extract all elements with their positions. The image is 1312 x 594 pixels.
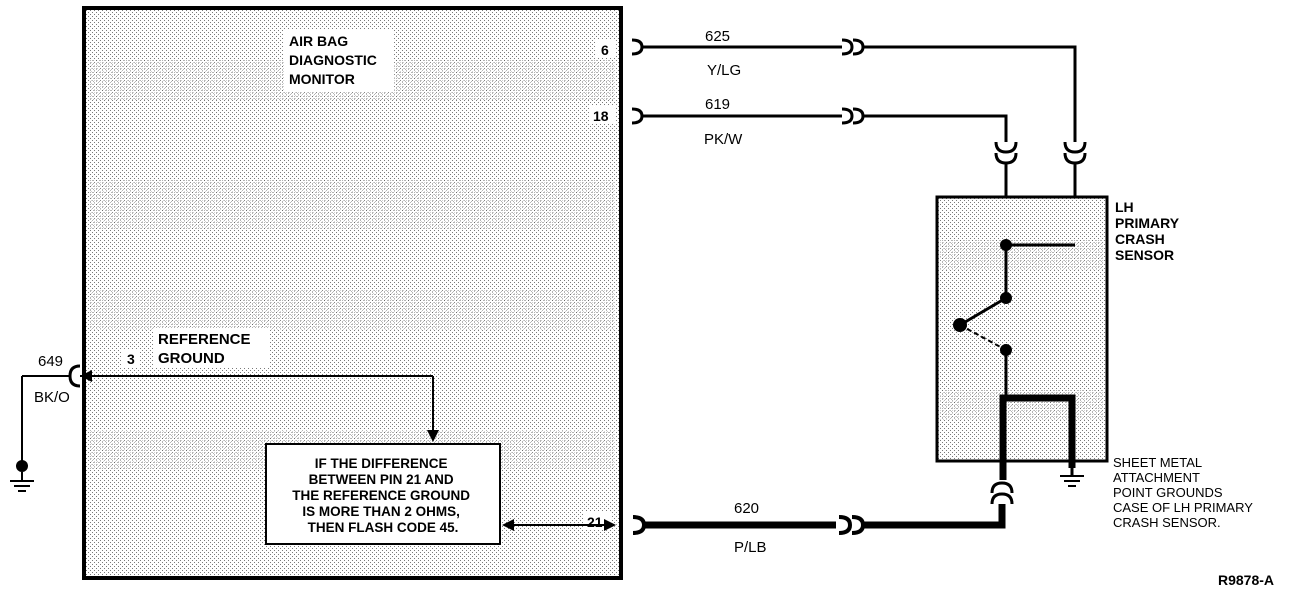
flash-code-note: IF THE DIFFERENCE BETWEEN PIN 21 AND THE… bbox=[292, 456, 474, 535]
pin-18-label: 18 bbox=[593, 108, 609, 124]
crash-sensor bbox=[935, 195, 1109, 480]
module-title: AIR BAG DIAGNOSTIC MONITOR bbox=[289, 33, 381, 87]
wire-625-color: Y/LG bbox=[707, 62, 741, 79]
wire-620-color: P/LB bbox=[734, 539, 767, 556]
arrow-right-icon bbox=[604, 519, 616, 531]
arrow-left-icon bbox=[80, 370, 92, 382]
pin-3-label: 3 bbox=[127, 351, 135, 367]
arrow-left-icon bbox=[502, 519, 514, 531]
wire-625-circuit: 625 bbox=[705, 28, 730, 45]
diagnostic-monitor-module: AIR BAG DIAGNOSTIC MONITOR 6 18 3 21 REF… bbox=[80, 6, 623, 580]
wire-620-circuit: 620 bbox=[734, 500, 759, 517]
wire-649-color: BK/O bbox=[34, 389, 70, 406]
wire-649: 649 BK/O bbox=[21, 353, 81, 462]
wire-625: 625 Y/LG bbox=[631, 28, 1077, 142]
pin-6-label: 6 bbox=[601, 42, 609, 58]
wire-619-color: PK/W bbox=[704, 131, 743, 148]
chassis-ground-icon bbox=[10, 460, 34, 492]
sensor-title: LH PRIMARY CRASH SENSOR bbox=[1115, 199, 1183, 263]
svg-text:LH PRIMARY CRASH: LH PRIMARY CRASH SENSOR bbox=[1115, 199, 1183, 263]
case-ground-icon bbox=[1060, 465, 1084, 487]
wire-620: 620 P/LB bbox=[632, 481, 1014, 556]
reference-ground-label: REFERENCE GROUND bbox=[158, 331, 255, 367]
ground-note: SHEET METAL ATTACHMENT POINT GROUNDS CAS… bbox=[1113, 455, 1256, 530]
figure-id: R9878-A bbox=[1218, 572, 1274, 588]
arrow-down-icon bbox=[427, 430, 439, 442]
pin-21-label: 21 bbox=[587, 514, 603, 530]
wire-619: 619 PK/W bbox=[631, 96, 1008, 148]
wire-619-circuit: 619 bbox=[705, 96, 730, 113]
wire-649-circuit: 649 bbox=[38, 353, 63, 370]
svg-text:SHEET METAL ATTACHMENT: SHEET METAL ATTACHMENT POINT GROUNDS CAS… bbox=[1113, 455, 1256, 530]
